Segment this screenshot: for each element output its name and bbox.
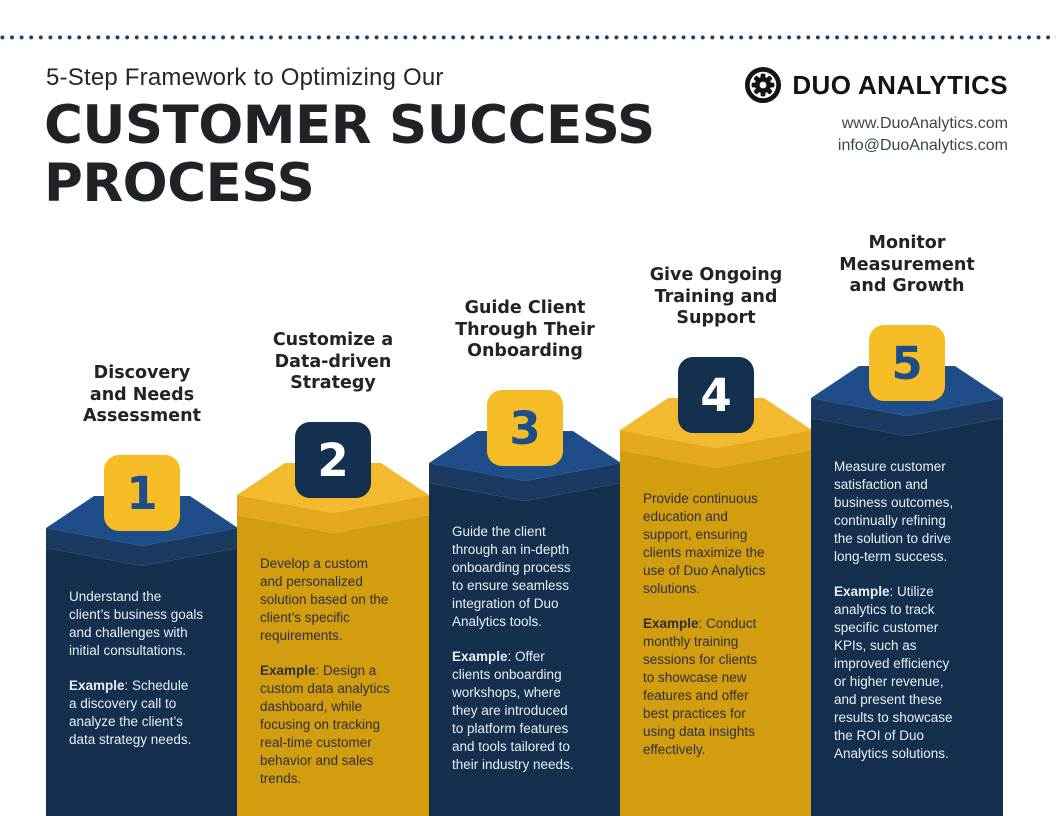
example-text: : Offer clients onboarding workshops, wh…: [452, 649, 574, 772]
pillar-cap: [46, 496, 238, 588]
step-column-1: Discovery and Needs Assessment 1 Underst…: [46, 363, 238, 816]
brand-website-link[interactable]: www.DuoAnalytics.com: [841, 115, 1008, 132]
example-text: : Utilize analytics to track specific cu…: [834, 584, 953, 761]
step-example: Example: Utilize analytics to track spec…: [834, 583, 980, 763]
gear-icon: [744, 66, 782, 104]
example-label: Example: [834, 584, 890, 599]
step-3-title: Guide Client Through Their Onboarding: [455, 298, 595, 361]
step-example: Example: Conduct monthly training sessio…: [643, 615, 789, 759]
brand-email-link[interactable]: info@DuoAnalytics.com: [837, 137, 1008, 154]
page-title-line2: PROCESS: [44, 153, 315, 214]
step-5-number-badge: 5: [869, 325, 945, 401]
step-column-2: Customize a Data-driven Strategy 2 Devel…: [237, 330, 429, 816]
example-text: : Schedule a discovery call to analyze t…: [69, 678, 192, 747]
step-description: Measure customer satisfaction and busine…: [834, 459, 954, 564]
step-column-4: Give Ongoing Training and Support 4 Prov…: [620, 265, 812, 816]
step-2-body: Develop a custom and personalized soluti…: [237, 555, 429, 816]
step-5-body: Measure customer satisfaction and busine…: [811, 458, 1003, 816]
step-description: Develop a custom and personalized soluti…: [260, 556, 389, 643]
step-1-body: Understand the client’s business goals a…: [46, 588, 238, 816]
example-text: : Conduct monthly training sessions for …: [643, 616, 758, 757]
pillar-cap: [811, 366, 1003, 458]
step-4-title: Give Ongoing Training and Support: [649, 265, 783, 328]
step-column-5: Monitor Measurement and Growth 5 Measure…: [811, 233, 1003, 816]
step-4-body: Provide continuous education and support…: [620, 490, 812, 816]
header-subtitle: 5-Step Framework to Optimizing Our: [46, 64, 444, 91]
example-label: Example: [452, 649, 508, 664]
brand-block: DUO ANALYTICS www.DuoAnalytics.com info@…: [744, 66, 1008, 157]
page-title-line1: CUSTOMER SUCCESS: [44, 95, 655, 156]
step-description: Provide continuous education and support…: [643, 491, 766, 596]
step-2-number-badge: 2: [295, 422, 371, 498]
example-label: Example: [69, 678, 125, 693]
step-example: Example: Schedule a discovery call to an…: [69, 677, 215, 749]
step-4-number-badge: 4: [678, 357, 754, 433]
brand-contact: www.DuoAnalytics.com info@DuoAnalytics.c…: [744, 113, 1008, 157]
step-description: Understand the client’s business goals a…: [69, 589, 204, 658]
step-3-number-badge: 3: [487, 390, 563, 466]
step-column-3: Guide Client Through Their Onboarding 3 …: [429, 298, 621, 816]
step-description: Guide the client through an in-depth onb…: [452, 524, 571, 629]
example-text: : Design a custom data analytics dashboa…: [260, 663, 390, 786]
step-1-title: Discovery and Needs Assessment: [82, 363, 201, 426]
brand-name: DUO ANALYTICS: [792, 69, 1008, 100]
step-2-title: Customize a Data-driven Strategy: [272, 330, 394, 393]
example-label: Example: [643, 616, 699, 631]
step-example: Example: Offer clients onboarding worksh…: [452, 648, 598, 774]
brand-row: DUO ANALYTICS: [744, 66, 1008, 104]
step-5-title: Monitor Measurement and Growth: [839, 233, 975, 296]
dotted-divider: [0, 35, 1056, 40]
example-label: Example: [260, 663, 316, 678]
step-3-body: Guide the client through an in-depth onb…: [429, 523, 621, 816]
step-1-number-badge: 1: [104, 455, 180, 531]
step-example: Example: Design a custom data analytics …: [260, 662, 406, 788]
